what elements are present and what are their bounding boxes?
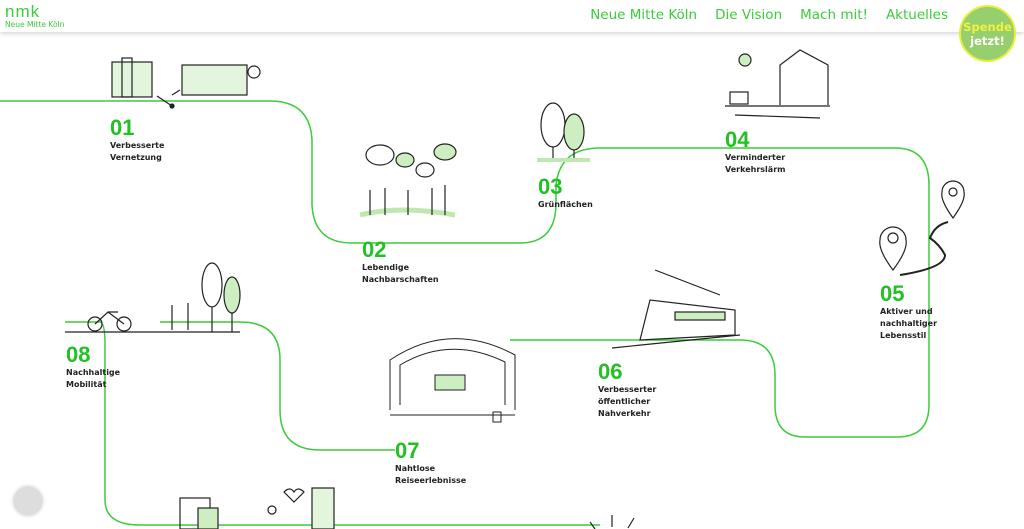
step-number: 07 bbox=[395, 438, 420, 463]
step-08: 08 Nachhaltige Mobilität bbox=[66, 343, 120, 391]
chat-widget-button[interactable] bbox=[14, 487, 42, 515]
step-number: 05 bbox=[880, 281, 905, 306]
step-label: Lebendige Nachbarschaften bbox=[362, 263, 439, 284]
nav-die-vision[interactable]: Die Vision bbox=[715, 7, 783, 23]
bottom-illustrations bbox=[179, 487, 635, 529]
step-label: Nachhaltige Mobilität bbox=[66, 368, 121, 389]
step-label: Verbesserte Vernetzung bbox=[110, 141, 165, 162]
step-label: Aktiver und nachhaltiger Lebensstil bbox=[880, 307, 938, 340]
step-number: 01 bbox=[110, 115, 135, 140]
step-03: 03 Grünflächen bbox=[538, 175, 593, 211]
mobility-illustration bbox=[65, 262, 241, 333]
step-05: 05 Aktiver und nachhaltiger Lebensstil bbox=[880, 282, 937, 342]
location-pins-illustration bbox=[879, 180, 965, 276]
nav-mach-mit[interactable]: Mach mit! bbox=[800, 7, 868, 23]
logo[interactable]: nmk Neue Mitte Köln bbox=[5, 3, 64, 29]
nav-neue-mitte-koeln[interactable]: Neue Mitte Köln bbox=[590, 7, 698, 23]
donate-line2: jetzt! bbox=[970, 34, 1005, 48]
step-label: Nahtlose Reiseerlebnisse bbox=[395, 464, 467, 485]
tram-illustration bbox=[611, 269, 741, 349]
nav-aktuelles[interactable]: Aktuelles bbox=[885, 7, 948, 23]
step-number: 03 bbox=[538, 174, 563, 199]
step-04: 04 Verminderter Verkehrslärm bbox=[725, 128, 785, 176]
step-number: 06 bbox=[598, 359, 623, 384]
park-illustration bbox=[725, 49, 830, 119]
step-number: 04 bbox=[725, 127, 750, 152]
donate-line1: Spende bbox=[963, 20, 1012, 34]
step-02: 02 Lebendige Nachbarschaften bbox=[362, 238, 439, 286]
step-label: Grünflächen bbox=[538, 200, 593, 209]
step-07: 07 Nahtlose Reiseerlebnisse bbox=[395, 439, 466, 487]
step-06: 06 Verbesserter öffentlicher Nahverkehr bbox=[598, 360, 656, 420]
step-label: Verminderter Verkehrslärm bbox=[725, 153, 786, 174]
step-01: 01 Verbesserte Vernetzung bbox=[110, 116, 164, 164]
donate-button[interactable]: Spende jetzt! bbox=[959, 5, 1016, 62]
step-number: 02 bbox=[362, 237, 387, 262]
station-illustration bbox=[389, 338, 516, 423]
logo-mark: nmk bbox=[5, 2, 41, 21]
city-illustration bbox=[111, 57, 261, 109]
neighbourhood-illustration bbox=[359, 143, 457, 218]
main-nav: Neue Mitte Köln Die Vision Mach mit! Akt… bbox=[590, 7, 948, 23]
step-label: Verbesserter öffentlicher Nahverkehr bbox=[598, 385, 657, 418]
logo-text: Neue Mitte Köln bbox=[5, 20, 65, 29]
header: nmk Neue Mitte Köln Neue Mitte Köln Die … bbox=[0, 0, 1024, 32]
step-number: 08 bbox=[66, 342, 91, 367]
tree-illustration bbox=[537, 102, 590, 162]
